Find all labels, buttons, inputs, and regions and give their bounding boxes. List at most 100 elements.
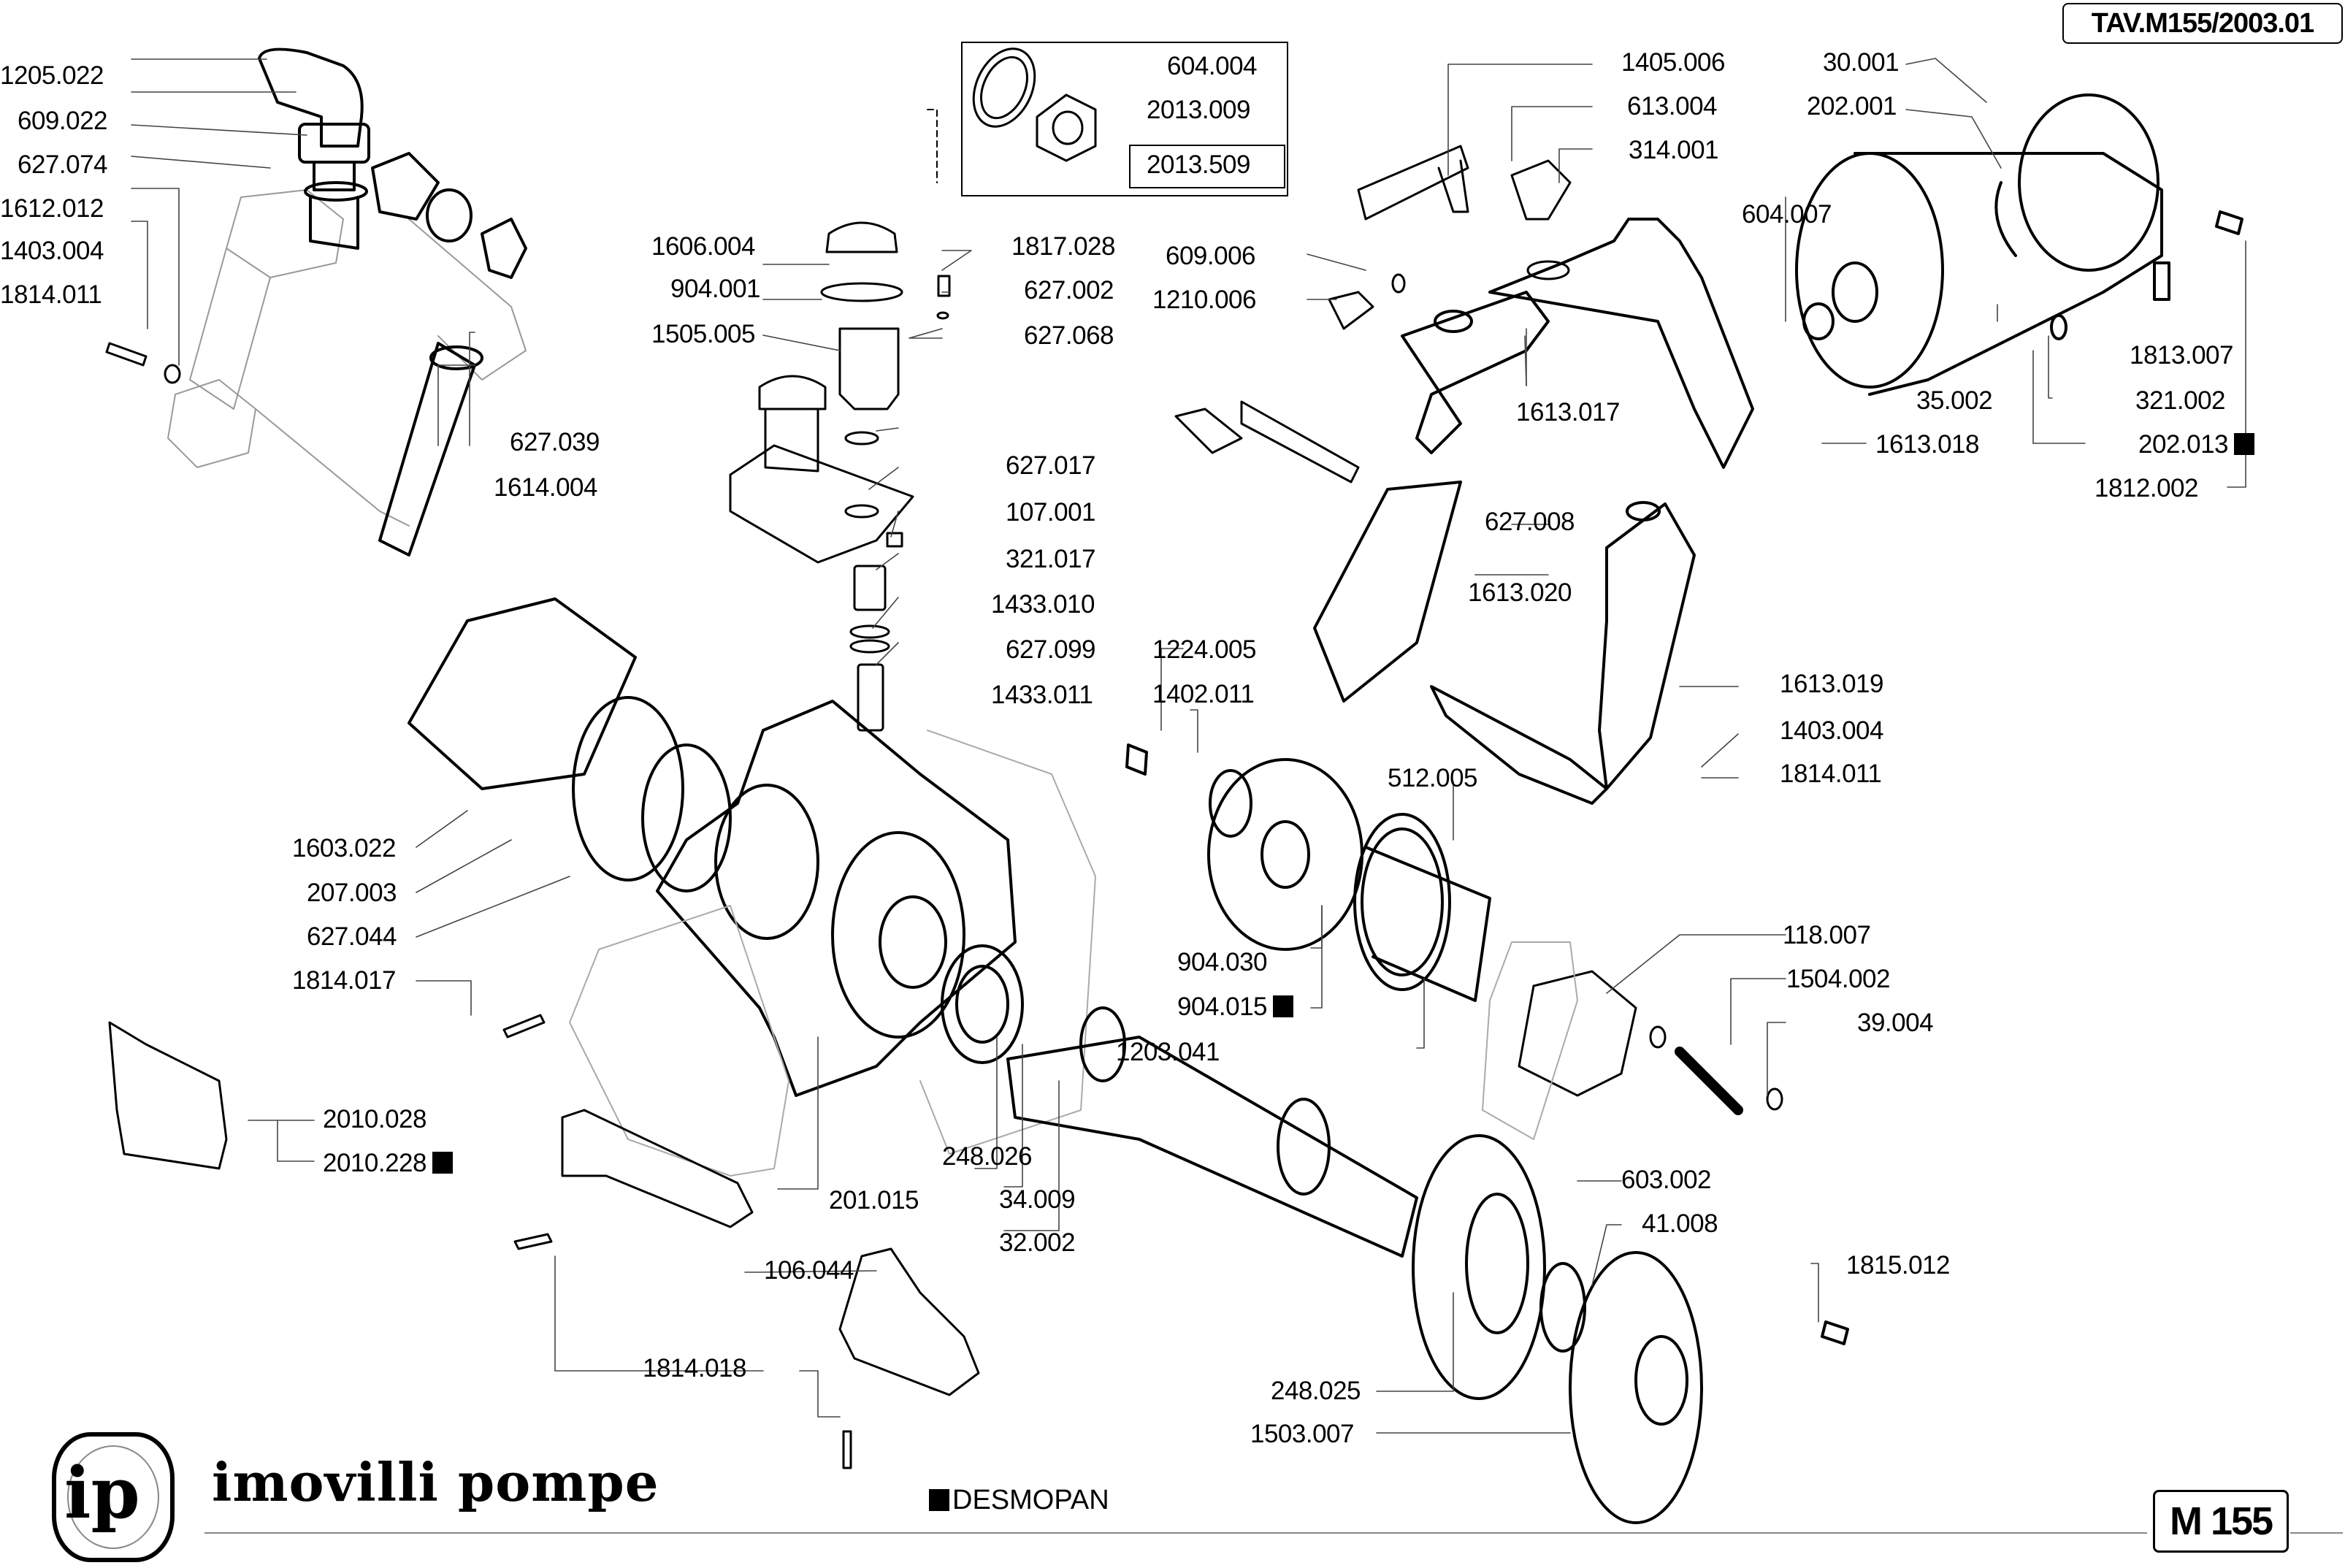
part-label[interactable]: 2013.009	[1147, 96, 1250, 124]
part-number: 248.025	[1271, 1377, 1361, 1405]
part-label[interactable]: 1613.020	[1468, 578, 1572, 608]
part-label[interactable]: 613.004	[1627, 92, 1718, 121]
part-number: 613.004	[1627, 92, 1718, 121]
inset-kit-drawing	[972, 47, 1097, 162]
part-label[interactable]: 1224.005	[1152, 635, 1256, 665]
part-label[interactable]: 248.026	[942, 1142, 1033, 1171]
part-label[interactable]: 107.001	[1006, 498, 1096, 527]
part-label[interactable]: 41.008	[1642, 1209, 1718, 1239]
kit-code-label[interactable]: 2013.509	[1147, 150, 1250, 179]
part-label[interactable]: 904.015	[1177, 993, 1294, 1022]
part-label[interactable]: 604.007	[1742, 200, 1832, 229]
part-label[interactable]: 321.017	[1006, 545, 1096, 574]
part-label[interactable]: 1403.004	[1780, 716, 1883, 746]
part-label[interactable]: 39.004	[1857, 1009, 1934, 1038]
connecting-rod-drawing	[1518, 970, 1783, 1115]
part-label[interactable]: 1614.004	[494, 473, 597, 502]
part-label[interactable]: 207.003	[307, 879, 397, 908]
part-number: 32.002	[999, 1228, 1076, 1257]
part-label[interactable]: 627.017	[1006, 451, 1096, 481]
part-label[interactable]: 627.039	[510, 428, 600, 457]
valve-stack-drawing	[849, 565, 890, 732]
part-label[interactable]: 1817.028	[1011, 232, 1115, 261]
part-label[interactable]: 1814.011	[1780, 760, 1882, 789]
part-label[interactable]: 1433.011	[991, 681, 1093, 710]
part-label[interactable]: 1613.017	[1516, 398, 1620, 427]
part-label[interactable]: 32.002	[999, 1228, 1076, 1258]
part-label[interactable]: 30.001	[1823, 48, 1900, 77]
part-label[interactable]: 627.002	[1024, 276, 1114, 305]
part-label[interactable]: 1813.007	[2130, 341, 2233, 370]
part-label[interactable]: 627.068	[1024, 321, 1114, 351]
part-label[interactable]: 627.044	[307, 922, 397, 952]
part-number: 1813.007	[2130, 341, 2233, 370]
part-number: 118.007	[1783, 921, 1871, 949]
part-label[interactable]: 627.008	[1485, 508, 1575, 537]
part-label[interactable]: 604.004	[1167, 52, 1258, 80]
part-label[interactable]: 609.006	[1166, 242, 1256, 271]
part-label[interactable]: 118.007	[1783, 921, 1871, 950]
filter-assembly-drawing	[729, 109, 951, 564]
part-label[interactable]: 35.002	[1916, 386, 1993, 416]
part-label[interactable]: 1504.002	[1786, 965, 1890, 994]
part-label[interactable]: 248.025	[1271, 1377, 1361, 1406]
part-label[interactable]: 106.044	[764, 1256, 854, 1285]
part-label[interactable]: 321.002	[2135, 386, 2226, 416]
part-number: 604.007	[1742, 200, 1832, 229]
part-number: 1612.012	[0, 194, 104, 223]
bearing-cover-drawing	[1412, 1134, 1849, 1524]
part-label[interactable]: 1814.017	[292, 966, 396, 995]
part-number: 609.006	[1166, 242, 1256, 270]
kit-code-frame	[1129, 145, 1285, 188]
part-label[interactable]: 1205.022	[0, 61, 104, 91]
part-label[interactable]: 1505.005	[651, 320, 755, 349]
part-number: 1614.004	[494, 473, 597, 502]
connecting-rod-back-drawing	[1482, 941, 1578, 1140]
part-label[interactable]: 609.022	[18, 107, 108, 136]
part-label[interactable]: 1812.002	[2095, 474, 2198, 503]
model-code: M 155	[2169, 1499, 2273, 1543]
brand-name: imovilli pompe	[212, 1451, 659, 1513]
part-label[interactable]: 1405.006	[1621, 48, 1725, 77]
part-number: 627.017	[1006, 451, 1096, 480]
part-label[interactable]: 2010.228	[323, 1149, 453, 1178]
part-label[interactable]: 1612.012	[0, 194, 104, 223]
part-label[interactable]: 201.015	[829, 1186, 919, 1215]
part-number: 1814.018	[643, 1354, 746, 1382]
part-label[interactable]: 1433.010	[991, 590, 1095, 619]
part-label[interactable]: 1814.018	[643, 1354, 746, 1383]
part-label[interactable]: 1815.012	[1846, 1251, 1950, 1280]
part-label[interactable]: 1613.019	[1780, 670, 1883, 699]
part-label[interactable]: 512.005	[1388, 764, 1478, 793]
part-number: 2010.228	[323, 1149, 426, 1177]
part-number: 627.099	[1006, 635, 1096, 664]
bag-drawing	[108, 1021, 228, 1170]
part-label[interactable]: 904.001	[670, 275, 761, 304]
part-number: 1814.011	[0, 280, 102, 309]
part-label[interactable]: 1403.004	[0, 237, 104, 266]
part-number: 41.008	[1642, 1209, 1718, 1238]
part-label[interactable]: 1503.007	[1250, 1420, 1354, 1449]
part-label[interactable]: 314.001	[1629, 136, 1719, 165]
part-label[interactable]: 1613.018	[1875, 430, 1979, 459]
part-label[interactable]: 1402.011	[1152, 680, 1255, 709]
part-label[interactable]: 202.013	[2138, 430, 2255, 459]
part-label[interactable]: 2010.028	[323, 1105, 426, 1134]
part-number: 627.068	[1024, 321, 1114, 350]
part-label[interactable]: 627.074	[18, 150, 108, 180]
part-label[interactable]: 627.099	[1006, 635, 1096, 665]
part-label[interactable]: 1203.041	[1116, 1038, 1220, 1067]
part-number: 1505.005	[651, 320, 755, 348]
part-label[interactable]: 1606.004	[651, 232, 755, 261]
part-label[interactable]: 904.030	[1177, 948, 1268, 977]
part-label[interactable]: 1603.022	[292, 834, 396, 863]
part-number: 512.005	[1388, 764, 1478, 792]
part-label[interactable]: 603.002	[1621, 1166, 1712, 1195]
part-label[interactable]: 1814.011	[0, 280, 102, 310]
part-label[interactable]: 202.001	[1807, 92, 1897, 121]
part-number: 1403.004	[1780, 716, 1883, 745]
suction-manifold-drawing	[167, 189, 527, 527]
model-code-box: M 155	[2153, 1490, 2289, 1553]
part-label[interactable]: 34.009	[999, 1185, 1076, 1215]
part-label[interactable]: 1210.006	[1152, 286, 1256, 315]
